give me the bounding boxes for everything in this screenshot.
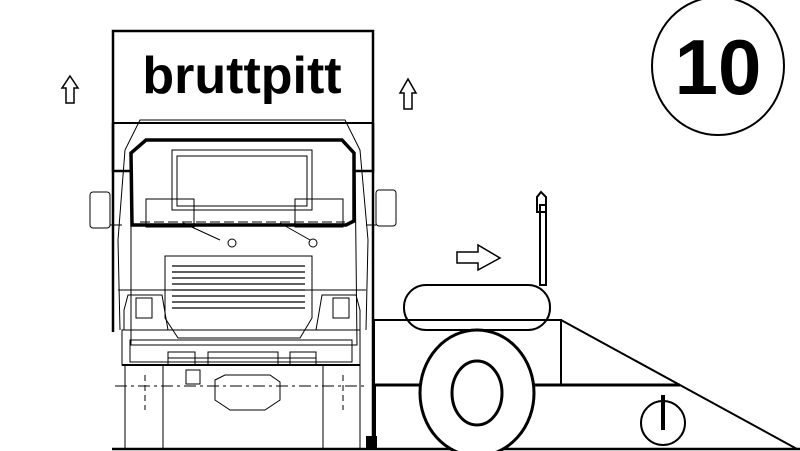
right-arrow-icon bbox=[456, 243, 502, 272]
number-badge: 10 bbox=[651, 0, 785, 136]
handle-pole bbox=[539, 204, 547, 286]
wheel-hub bbox=[450, 359, 504, 427]
handle-grip bbox=[536, 190, 547, 213]
large-wheel bbox=[418, 328, 536, 451]
trailer bbox=[366, 190, 798, 451]
up-arrow-icon bbox=[60, 74, 80, 104]
post-foot bbox=[366, 436, 377, 450]
badge-number: 10 bbox=[675, 23, 762, 111]
sign-label: bruttpitt bbox=[142, 47, 341, 105]
up-arrow-icon bbox=[398, 77, 418, 110]
seat-cushion bbox=[403, 284, 551, 331]
truck-cab bbox=[89, 119, 397, 449]
